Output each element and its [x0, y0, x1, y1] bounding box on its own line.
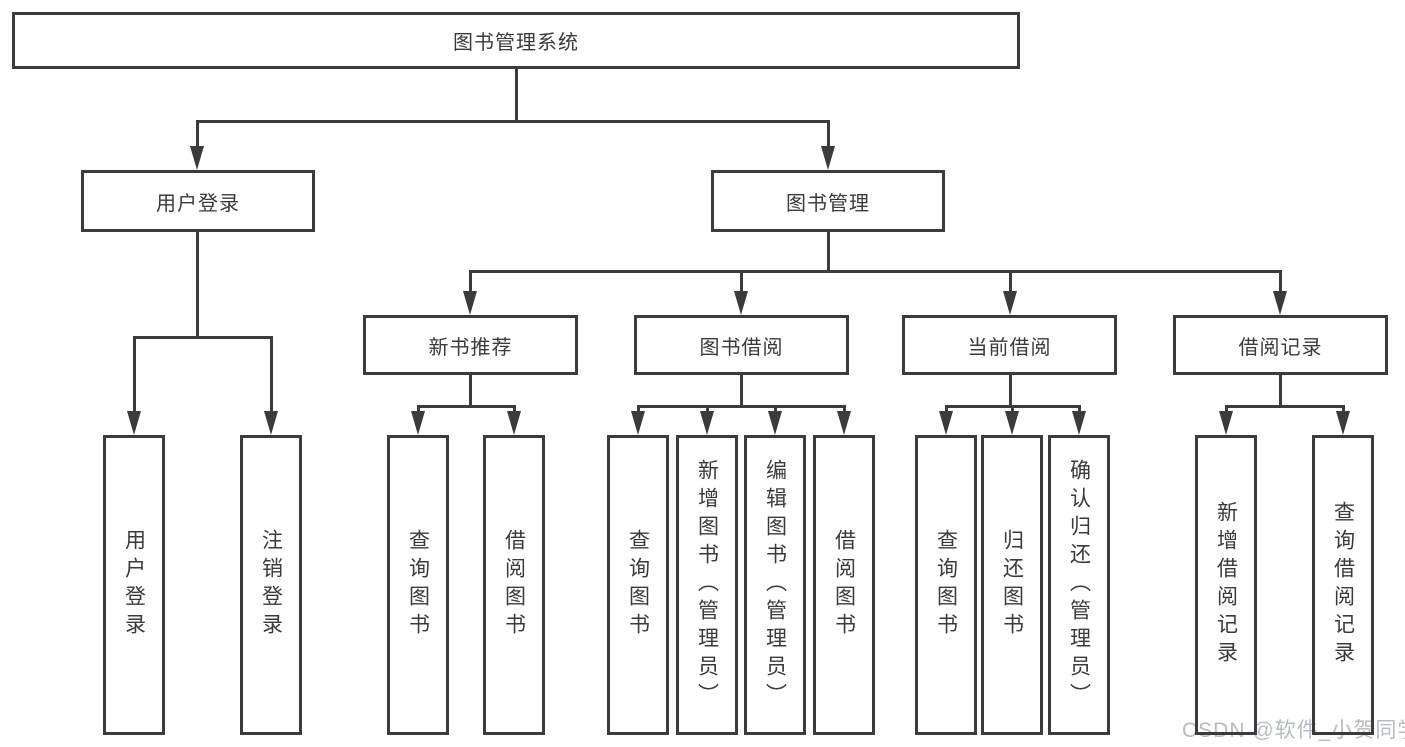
node-label: 查询图书: [626, 529, 650, 641]
connector-line: [469, 375, 472, 408]
node-new-book-recommend: 新书推荐: [363, 315, 578, 375]
leaf-confirm-return-admin: 确认归还（管理员）: [1048, 435, 1110, 735]
connector-line: [469, 270, 1282, 273]
leaf-add-books-admin: 新增图书（管理员）: [676, 435, 738, 735]
node-label: 借阅图书: [832, 529, 856, 641]
connector-line: [513, 405, 516, 415]
leaf-user-login: 用户登录: [103, 435, 165, 735]
connector-line: [133, 336, 136, 414]
connector-line: [196, 120, 199, 152]
node-label: 编辑图书（管理员）: [763, 459, 787, 711]
node-label: 用户登录: [122, 529, 146, 641]
leaf-query-books-borrow: 查询图书: [607, 435, 669, 735]
arrowhead-down-icon: [264, 411, 278, 435]
node-label: 注销登录: [259, 529, 283, 641]
arrowhead-down-icon: [507, 411, 521, 435]
connector-line: [417, 405, 420, 415]
leaf-edit-books-admin: 编辑图书（管理员）: [744, 435, 806, 735]
connector-line: [774, 405, 777, 415]
leaf-add-borrow-record: 新增借阅记录: [1195, 435, 1257, 735]
connector-line: [1279, 270, 1282, 294]
arrowhead-down-icon: [768, 411, 782, 435]
node-book-management-branch: 图书管理: [711, 170, 945, 232]
arrowhead-down-icon: [700, 411, 714, 435]
arrowhead-down-icon: [734, 291, 748, 315]
arrowhead-down-icon: [1003, 291, 1017, 315]
node-label: 查询图书: [934, 529, 958, 641]
connector-line: [270, 336, 273, 414]
connector-line: [637, 405, 640, 415]
node-label: 新增图书（管理员）: [695, 459, 719, 711]
connector-line: [1078, 405, 1081, 415]
connector-line: [1009, 375, 1012, 408]
node-label: 查询借阅记录: [1331, 501, 1355, 669]
csdn-watermark: CSDN @软件_小贺同学: [1182, 719, 1405, 742]
node-label: 新增借阅记录: [1214, 501, 1238, 669]
arrowhead-down-icon: [463, 291, 477, 315]
node-label: 归还图书: [1000, 529, 1024, 641]
node-current-borrow: 当前借阅: [902, 315, 1117, 375]
node-label: 图书借阅: [699, 336, 784, 359]
connector-line: [515, 69, 518, 123]
leaf-query-borrow-record: 查询借阅记录: [1312, 435, 1374, 735]
connector-line: [1009, 270, 1012, 294]
arrowhead-down-icon: [1336, 411, 1350, 435]
leaf-borrow-books: 借阅图书: [813, 435, 875, 735]
node-label: 图书管理系统: [453, 32, 579, 54]
leaf-return-books: 归还图书: [981, 435, 1043, 735]
node-label: 新书推荐: [428, 336, 513, 359]
node-label: 当前借阅: [967, 336, 1052, 359]
connector-line: [196, 120, 830, 123]
node-label: 图书管理: [786, 192, 870, 215]
connector-line: [827, 120, 830, 152]
connector-line: [469, 270, 472, 294]
arrowhead-down-icon: [411, 411, 425, 435]
connector-line: [1279, 375, 1282, 408]
arrowhead-down-icon: [631, 411, 645, 435]
node-label: 确认归还（管理员）: [1067, 459, 1091, 711]
arrowhead-down-icon: [127, 411, 141, 435]
node-book-borrow: 图书借阅: [634, 315, 849, 375]
arrowhead-down-icon: [1005, 411, 1019, 435]
node-label: 用户登录: [156, 192, 240, 215]
connector-line: [1225, 405, 1228, 415]
connector-line: [1011, 405, 1014, 415]
connector-line: [1342, 405, 1345, 415]
leaf-query-books-current: 查询图书: [915, 435, 977, 735]
leaf-borrow-books-recommend: 借阅图书: [483, 435, 545, 735]
arrowhead-down-icon: [939, 411, 953, 435]
node-borrow-records: 借阅记录: [1173, 315, 1388, 375]
node-label: 借阅记录: [1238, 336, 1323, 359]
connector-line: [1225, 405, 1345, 408]
node-label: 查询图书: [406, 529, 430, 641]
arrowhead-down-icon: [837, 411, 851, 435]
connector-line: [706, 405, 709, 415]
node-root-library-system: 图书管理系统: [12, 12, 1020, 69]
connector-line: [133, 336, 273, 339]
connector-line: [827, 232, 830, 273]
node-label: 借阅图书: [502, 529, 526, 641]
arrowhead-down-icon: [1273, 291, 1287, 315]
arrowhead-down-icon: [1219, 411, 1233, 435]
connector-line: [740, 375, 743, 408]
connector-line: [196, 232, 199, 339]
arrowhead-down-icon: [821, 146, 835, 170]
connector-line: [843, 405, 846, 415]
leaf-query-books-recommend: 查询图书: [387, 435, 449, 735]
node-user-login-branch: 用户登录: [81, 170, 315, 232]
arrowhead-down-icon: [1072, 411, 1086, 435]
connector-line: [637, 405, 846, 408]
connector-line: [417, 405, 516, 408]
leaf-logout: 注销登录: [240, 435, 302, 735]
connector-line: [945, 405, 948, 415]
connector-line: [740, 270, 743, 294]
arrowhead-down-icon: [190, 146, 204, 170]
